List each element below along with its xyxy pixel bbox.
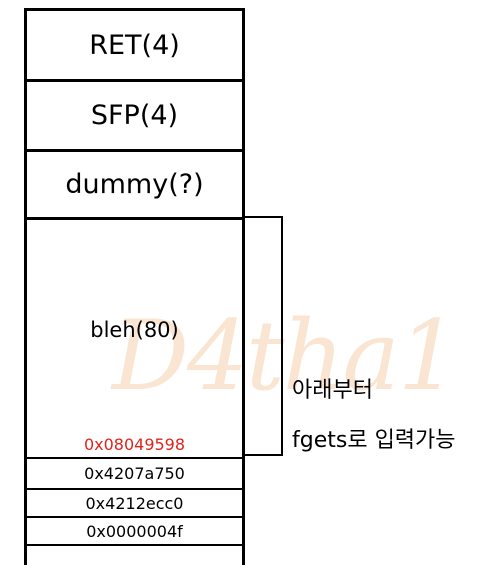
sfp-cell: SFP(4) [27,82,242,149]
divider [27,79,242,82]
divider [27,457,242,459]
ret-cell: RET(4) [27,11,242,79]
divider [27,217,242,220]
divider [27,149,242,152]
divider [27,544,242,546]
address-text-3: 0x0000004f [86,521,183,541]
bleh-label: bleh(80) [90,318,179,342]
sfp-label: SFP(4) [90,100,179,131]
annotation-line-1: 아래부터 [292,378,373,403]
divider [27,516,242,518]
annotation-line-2: fgets로 입력가능 [292,428,456,453]
bleh-cell: bleh(80) [27,220,242,440]
stack-frame-diagram: RET(4) SFP(4) dummy(?) bleh(80) 0x080495… [24,8,245,565]
divider [27,488,242,490]
address-text-1: 0x4207a750 [84,464,185,483]
dummy-label: dummy(?) [65,169,204,200]
address-text-2: 0x4212ecc0 [85,493,184,513]
address-cell-2: 0x4212ecc0 [27,490,242,516]
address-cell-3: 0x0000004f [27,518,242,544]
bleh-address: 0x08049598 [27,433,242,455]
bleh-address-text: 0x08049598 [83,434,186,454]
ret-label: RET(4) [89,29,180,61]
address-cell-1: 0x4207a750 [27,459,242,488]
dummy-cell: dummy(?) [27,152,242,217]
input-range-bracket [245,216,283,456]
